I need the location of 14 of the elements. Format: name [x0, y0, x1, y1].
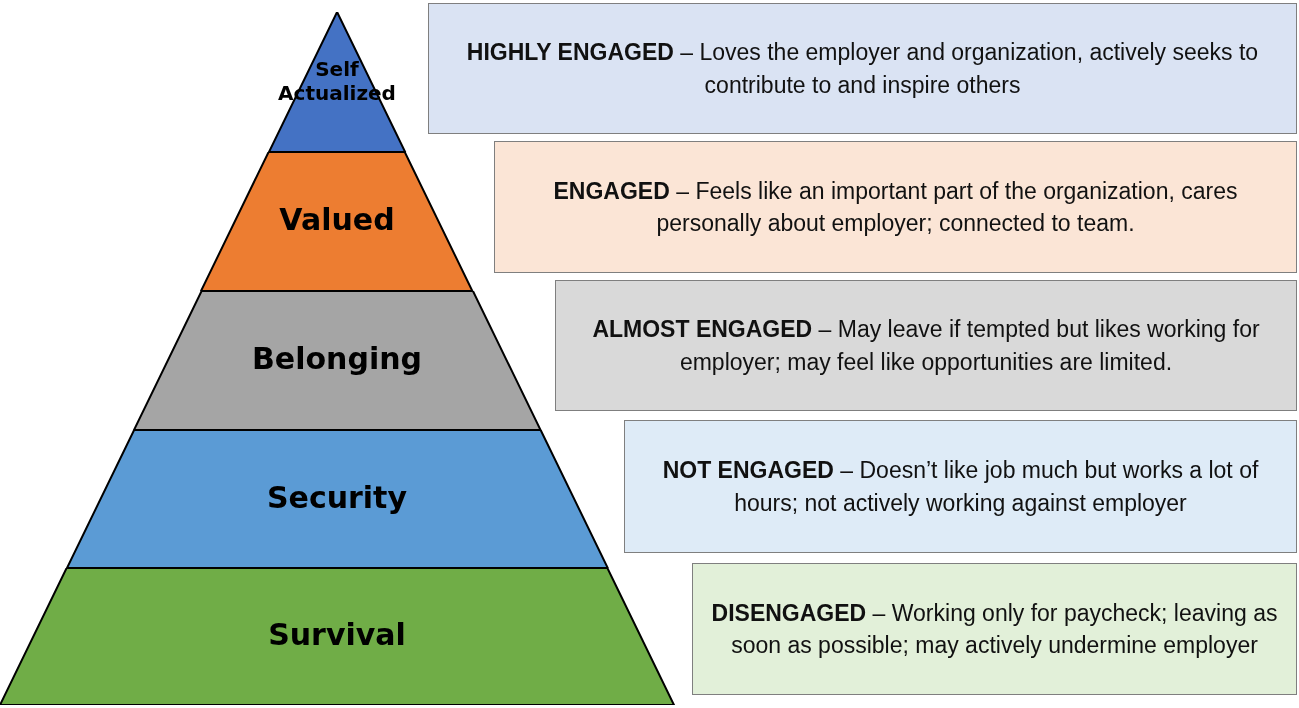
description-text: DISENGAGED – Working only for paycheck; leaving as soon as possible; may actively undermine employer	[710, 598, 1279, 660]
layer-label: Valued	[278, 202, 396, 237]
layer-label: Security	[265, 479, 408, 515]
description-text: ALMOST ENGAGED – May leave if tempted but likes working for employer; may feel like opportunities are limited.	[591, 315, 1261, 377]
description-text: HIGHLY ENGAGED – Loves the employer and organization, actively seeks to contribute to and inspire others	[465, 38, 1260, 100]
layer-label: Survival	[267, 617, 407, 652]
layer-label: Belonging	[250, 341, 423, 376]
description-box	[428, 3, 1297, 134]
description-box	[692, 563, 1297, 695]
description-text: NOT ENGAGED – Doesn’t like job much but works a lot of hours; not actively working against employer	[661, 456, 1260, 518]
description-box	[555, 280, 1297, 411]
description-box	[494, 141, 1297, 273]
description-box	[624, 420, 1297, 553]
description-text: ENGAGED – Feels like an important part of the organization, cares personally about employer; connected to team.	[552, 176, 1239, 238]
